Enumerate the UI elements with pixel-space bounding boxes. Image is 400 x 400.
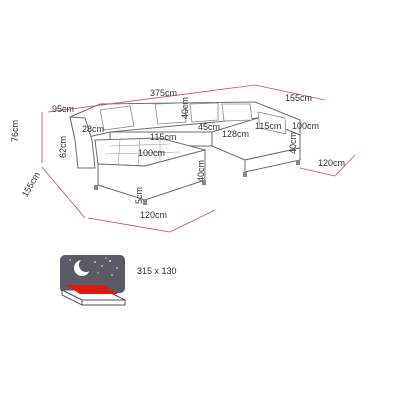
dim-right-width: 120cm — [318, 158, 345, 168]
dim-right-depth-top: 155cm — [285, 93, 312, 103]
pillows — [99, 102, 287, 135]
dimension-labels: 375cm 155cm 76cm 155cm 95cm 28cm 62cm 11… — [10, 88, 345, 220]
dim-arm-depth: 28cm — [82, 124, 104, 134]
dim-seat-height-mid: 40cm — [180, 97, 190, 119]
dim-seat-depth-right: 115cm — [255, 121, 281, 131]
dim-seat-depth-mid: 45cm — [198, 122, 220, 132]
quilting — [104, 138, 181, 167]
dim-back-height-left: 62cm — [58, 136, 68, 158]
dim-arm-height-left: 95cm — [52, 104, 74, 114]
dim-middle-length: 128cm — [222, 129, 249, 139]
legs — [94, 160, 300, 205]
dim-left-width: 120cm — [140, 210, 167, 220]
dim-chaise-height: 40cm — [196, 160, 206, 182]
dim-right-seat-height: 40cm — [288, 132, 298, 154]
dim-left-depth: 155cm — [20, 170, 42, 198]
bed-size-label: 315 x 130 — [137, 266, 177, 276]
bed-icon — [61, 285, 126, 306]
dim-leg-height: 5cm — [134, 187, 144, 204]
dimension-lines — [41, 84, 356, 233]
left-arm — [69, 116, 96, 169]
dim-left-chaise-length: 100cm — [138, 148, 165, 158]
moon-stars-icon — [60, 255, 125, 293]
dim-height: 76cm — [10, 120, 20, 142]
dim-right-arm-depth: 100cm — [292, 121, 319, 131]
dim-overall-length: 375cm — [150, 88, 177, 98]
dim-seat-depth-left: 115cm — [150, 132, 176, 142]
